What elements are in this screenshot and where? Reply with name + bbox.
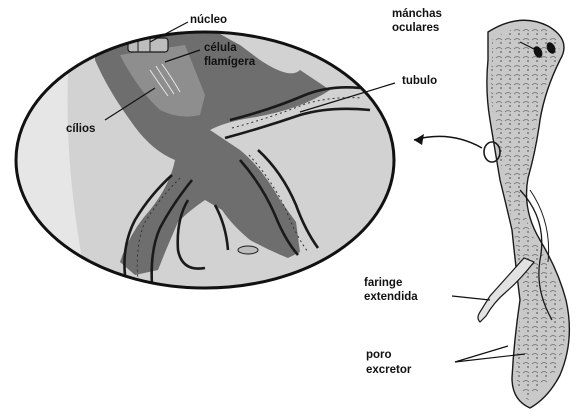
label-cilios: cílios (66, 123, 95, 135)
planarian-body (478, 20, 569, 408)
leader-faringe (452, 296, 490, 300)
label-poro-excretor-line1: poro (366, 349, 392, 361)
label-manchas-oculares-line1: mánchas (392, 8, 442, 20)
label-faringe-extendida-line2: extendida (364, 291, 418, 303)
magnification-arrow (414, 134, 482, 148)
label-tubulo: tubulo (402, 75, 437, 87)
label-celula-flamigera-line1: célula (204, 42, 237, 54)
label-poro-excretor-line2: excretor (366, 364, 412, 376)
label-nucleo: núcleo (190, 14, 227, 26)
label-faringe-extendida-line1: faringe (364, 277, 402, 289)
label-manchas-oculares-line2: oculares (392, 22, 439, 34)
leader-poro-1 (455, 346, 508, 362)
label-celula-flamigera-line2: flamígera (204, 56, 256, 68)
